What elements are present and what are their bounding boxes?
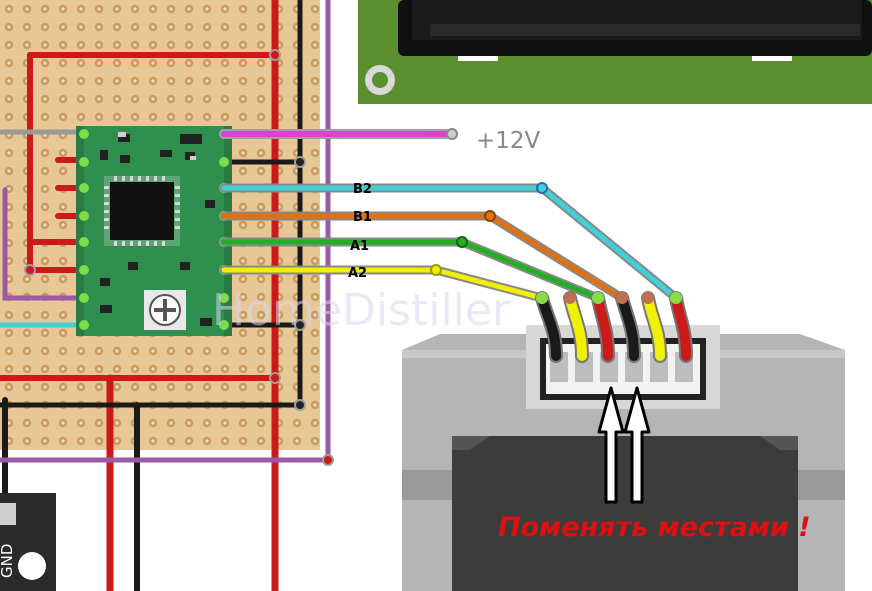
board-wiring xyxy=(0,0,334,591)
wire-label-a1: A1 xyxy=(350,239,369,254)
stepper-driver-board xyxy=(76,126,232,336)
lcd-module xyxy=(358,0,872,104)
motor-leads xyxy=(535,291,693,363)
gnd-module: GND xyxy=(0,493,56,591)
power-label: +12V xyxy=(476,128,541,154)
gnd-label: GND xyxy=(0,544,16,578)
swap-arrows xyxy=(597,386,651,504)
driver-chip xyxy=(110,182,174,240)
swap-note: Поменять местами ! xyxy=(498,512,811,543)
motor-wires xyxy=(219,128,681,303)
wire-label-a2: A2 xyxy=(348,266,367,281)
arrow-up-icon xyxy=(623,386,651,504)
stepper-motor xyxy=(402,325,845,591)
wire-label-b2: B2 xyxy=(353,182,372,197)
arrow-up-icon xyxy=(597,386,625,504)
watermark-text: HomeDistiller xyxy=(212,285,511,336)
wire-label-b1: B1 xyxy=(353,210,372,225)
